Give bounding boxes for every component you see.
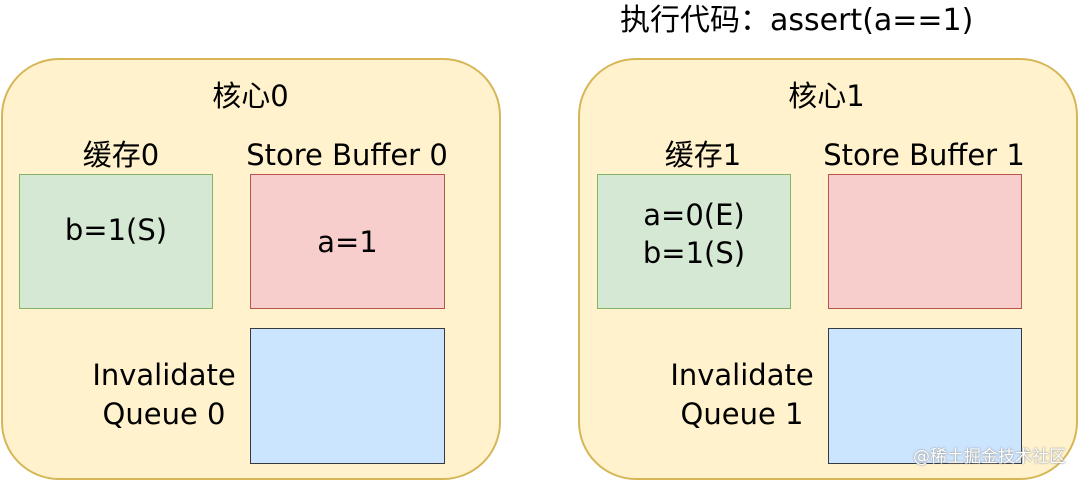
core-1-invalidate-queue-box <box>828 328 1022 464</box>
core-1-store-buffer-box <box>828 174 1022 309</box>
core-1-invalidate-queue-label-line1: Invalidate <box>670 358 814 392</box>
watermark: @稀土掘金技术社区 <box>913 447 1066 467</box>
core-1-cache-box: a=0(E) b=1(S) <box>597 174 791 309</box>
core-0-cache-label: 缓存0 <box>82 138 160 172</box>
core-0-store-buffer-line: a=1 <box>317 224 378 259</box>
core-1-title: 核心1 <box>788 79 865 113</box>
core-1-cache-line-a: a=0(E) <box>643 198 745 232</box>
core-1-invalidate-queue-label-line2: Queue 1 <box>680 397 804 431</box>
core-0-title: 核心0 <box>212 79 289 113</box>
exec-code-label: 执行代码：assert(a==1) <box>620 3 974 38</box>
core-1-cache-label: 缓存1 <box>664 138 742 172</box>
core-0-invalidate-queue-label-line2: Queue 0 <box>102 397 226 431</box>
core-0-cache-box: b=1(S) <box>19 174 213 309</box>
core-0-invalidate-queue-label-line1: Invalidate <box>92 358 236 392</box>
core-1-store-buffer-label: Store Buffer 1 <box>823 138 1025 172</box>
core-0-invalidate-queue-box <box>250 328 445 464</box>
core-0-cache-line: b=1(S) <box>64 213 168 247</box>
core-1-cache-line-b: b=1(S) <box>642 236 746 270</box>
core-0-store-buffer-box: a=1 <box>250 174 445 309</box>
core-0-store-buffer-label: Store Buffer 0 <box>246 138 448 172</box>
